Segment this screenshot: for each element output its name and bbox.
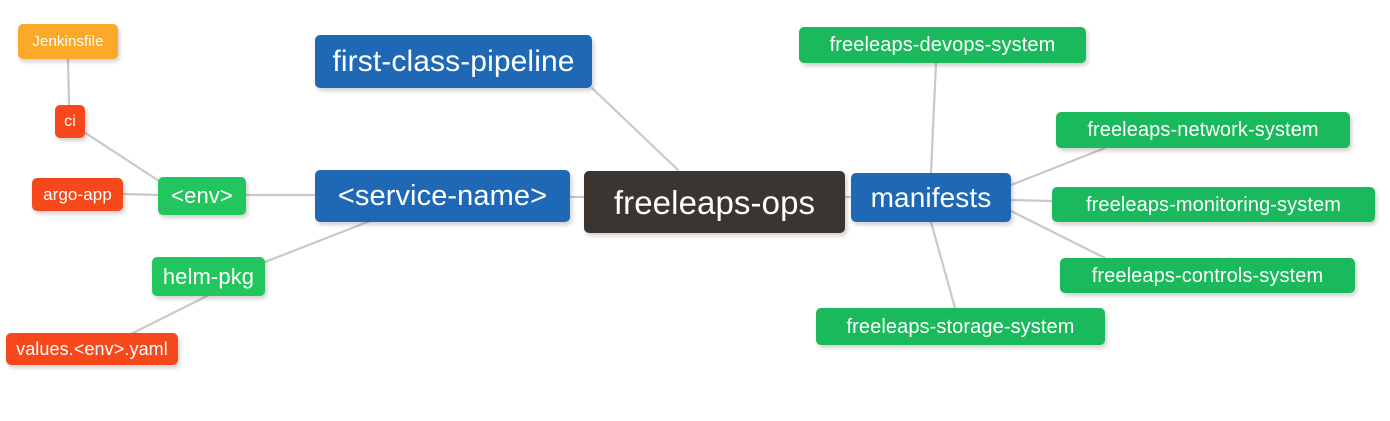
node-freeleaps-monitoring-system-label: freeleaps-monitoring-system <box>1085 193 1341 216</box>
node-ci[interactable]: ci <box>55 105 85 138</box>
edge-jenkinsfile-ci <box>66 56 71 108</box>
node-first-class-pipeline[interactable]: first-class-pipeline <box>315 35 592 88</box>
edge-manifests-storage <box>929 220 957 310</box>
edge-valuesyaml-helmpkg <box>129 293 211 336</box>
node-freeleaps-devops-system[interactable]: freeleaps-devops-system <box>799 27 1086 63</box>
node-helm-pkg[interactable]: helm-pkg <box>152 257 265 296</box>
node-freeleaps-storage-system-label: freeleaps-storage-system <box>846 315 1075 338</box>
node-helm-pkg-label: helm-pkg <box>162 263 255 289</box>
node-root-freeleaps-ops[interactable]: freeleaps-ops <box>584 171 845 233</box>
node-values-yaml-label: values.<env>.yaml <box>16 339 168 359</box>
node-env[interactable]: <env> <box>158 177 246 215</box>
node-root-label: freeleaps-ops <box>613 183 816 221</box>
edge-manifests-devops <box>929 61 938 175</box>
node-env-label: <env> <box>171 183 233 208</box>
edge-manifests-network <box>1009 146 1107 187</box>
node-ci-label: ci <box>64 112 76 130</box>
edge-argoapp-env <box>120 192 161 197</box>
edge-ci-env <box>82 130 161 183</box>
edge-servicename-firstclass <box>590 86 680 172</box>
edge-manifests-monitoring <box>1009 198 1054 203</box>
node-freeleaps-monitoring-system[interactable]: freeleaps-monitoring-system <box>1052 187 1375 222</box>
node-freeleaps-controls-system-label: freeleaps-controls-system <box>1091 264 1324 287</box>
node-freeleaps-devops-system-label: freeleaps-devops-system <box>829 34 1056 56</box>
node-jenkinsfile-label: Jenkinsfile <box>32 33 104 50</box>
node-argo-app-label: argo-app <box>43 185 112 204</box>
node-service-name[interactable]: <service-name> <box>315 170 570 222</box>
edge-helmpkg-servicename <box>263 219 372 264</box>
node-manifests-label: manifests <box>870 181 992 213</box>
node-first-class-pipeline-label: first-class-pipeline <box>332 44 575 78</box>
node-freeleaps-network-system[interactable]: freeleaps-network-system <box>1056 112 1350 148</box>
node-freeleaps-controls-system[interactable]: freeleaps-controls-system <box>1060 258 1355 293</box>
node-freeleaps-storage-system[interactable]: freeleaps-storage-system <box>816 308 1105 345</box>
node-freeleaps-network-system-label: freeleaps-network-system <box>1087 119 1319 141</box>
node-argo-app[interactable]: argo-app <box>32 178 123 211</box>
node-service-name-label: <service-name> <box>337 179 548 212</box>
node-jenkinsfile[interactable]: Jenkinsfile <box>18 24 118 59</box>
node-manifests[interactable]: manifests <box>851 173 1011 222</box>
node-values-yaml[interactable]: values.<env>.yaml <box>6 333 178 365</box>
